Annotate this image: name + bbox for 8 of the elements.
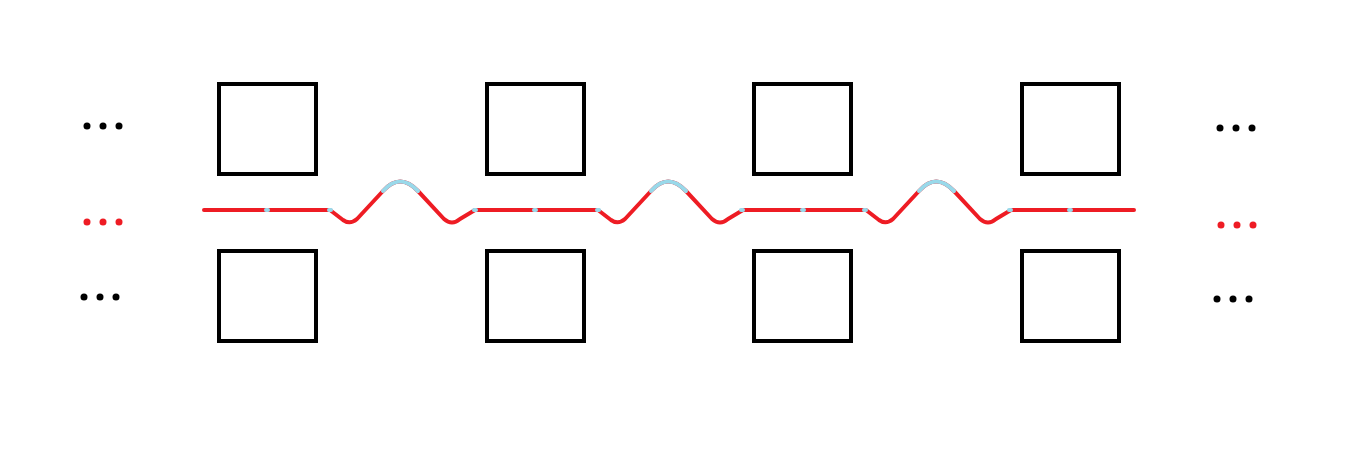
square-box [217,82,318,176]
square-box [217,249,318,343]
square-box [752,82,853,176]
square-box [485,82,586,176]
square-box [1020,249,1121,343]
square-box [1020,82,1121,176]
square-box [485,249,586,343]
square-box [752,249,853,343]
